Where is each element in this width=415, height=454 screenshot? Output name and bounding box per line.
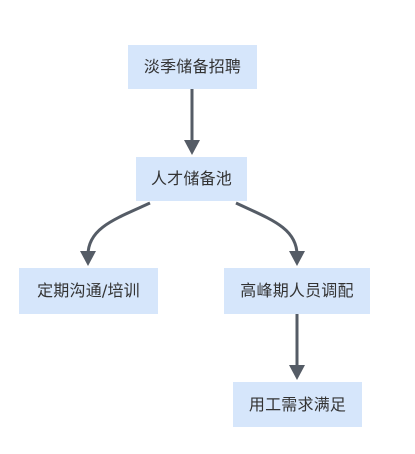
node-peak-staffing: 高峰期人员调配 — [224, 268, 370, 314]
node-talent-pool: 人才储备池 — [136, 157, 247, 201]
edge-pool-to-peak — [235, 201, 305, 266]
node-label: 淡季储备招聘 — [143, 57, 242, 76]
node-label: 人才储备池 — [150, 169, 232, 188]
node-label: 用工需求满足 — [248, 394, 347, 414]
edge-peak-to-demand — [289, 314, 305, 380]
node-labor-demand-met: 用工需求满足 — [233, 382, 362, 427]
node-label: 高峰期人员调配 — [240, 281, 354, 300]
edge-pool-to-training — [80, 201, 151, 266]
node-label: 定期沟通/培训 — [37, 281, 140, 300]
node-off-season-recruit: 淡季储备招聘 — [128, 45, 257, 89]
edge-recruit-to-pool — [184, 89, 200, 155]
node-regular-comm-training: 定期沟通/培训 — [19, 268, 158, 314]
